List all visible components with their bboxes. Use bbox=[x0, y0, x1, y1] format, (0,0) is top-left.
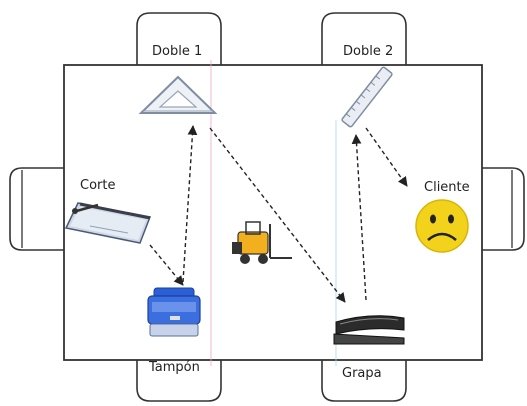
stapler-icon bbox=[333, 315, 405, 345]
label-grapa: Grapa bbox=[342, 366, 382, 381]
arrow-corte-to-tampon bbox=[149, 244, 184, 286]
arrow-doble1-to-grapa bbox=[209, 127, 346, 303]
ruler-icon bbox=[341, 66, 393, 128]
sad-face-icon bbox=[415, 199, 469, 253]
arrow-doble2-to-cliente bbox=[365, 127, 408, 187]
chair-bottom-right bbox=[321, 360, 407, 402]
flow-arrows bbox=[149, 125, 408, 303]
forklift-icon bbox=[232, 221, 292, 264]
label-doble-1: Doble 1 bbox=[152, 44, 203, 59]
label-tampon: Tampón bbox=[149, 360, 200, 375]
label-doble-2: Doble 2 bbox=[343, 44, 394, 59]
chair-top-left bbox=[136, 12, 222, 66]
set-square-icon bbox=[138, 75, 218, 114]
chair-left bbox=[9, 167, 64, 251]
chair-right bbox=[482, 167, 525, 251]
chair-top-right bbox=[321, 12, 407, 66]
label-corte: Corte bbox=[80, 178, 116, 193]
table bbox=[63, 64, 483, 361]
stamp-icon bbox=[147, 287, 201, 337]
paper-cutter-icon bbox=[64, 202, 152, 244]
chair-bottom-left bbox=[136, 360, 222, 402]
arrow-tampon-to-doble1 bbox=[182, 125, 198, 283]
label-cliente: Cliente bbox=[424, 180, 470, 195]
